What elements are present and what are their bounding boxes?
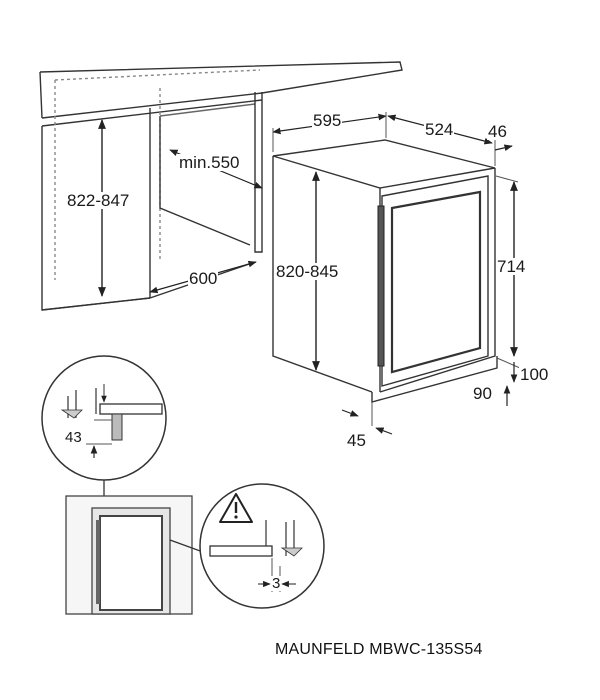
label-cabinet-height: 822-847	[66, 191, 131, 210]
label-detail-gap: 43	[64, 429, 83, 446]
front-offset-dim-2	[375, 427, 393, 435]
label-side-gap: 3	[271, 575, 282, 592]
label-plinth: 100	[519, 365, 550, 384]
label-appliance-width: 595	[312, 111, 343, 130]
door-handle	[377, 205, 385, 367]
warning-icon	[219, 493, 253, 523]
detail-circle-bottom	[41, 355, 167, 481]
label-door-depth: 46	[487, 122, 508, 141]
detail-circle-side	[199, 483, 325, 609]
label-appliance-height: 820-845	[275, 262, 340, 281]
ext-line	[495, 175, 519, 183]
label-feet-offset: 90	[472, 384, 493, 403]
label-min-depth: min.550	[178, 153, 241, 172]
ext-line	[496, 357, 521, 369]
label-niche-width: 600	[188, 269, 219, 288]
model-caption: MAUNFELD MBWC-135S54	[275, 641, 483, 658]
label-appliance-depth: 524	[424, 120, 455, 139]
kitchen-niche	[39, 61, 403, 311]
front-view	[65, 495, 193, 615]
front-offset-dim	[341, 409, 359, 417]
door-depth-dim	[494, 144, 513, 152]
label-front-offset: 45	[346, 431, 367, 450]
label-door-height: 714	[496, 257, 527, 276]
